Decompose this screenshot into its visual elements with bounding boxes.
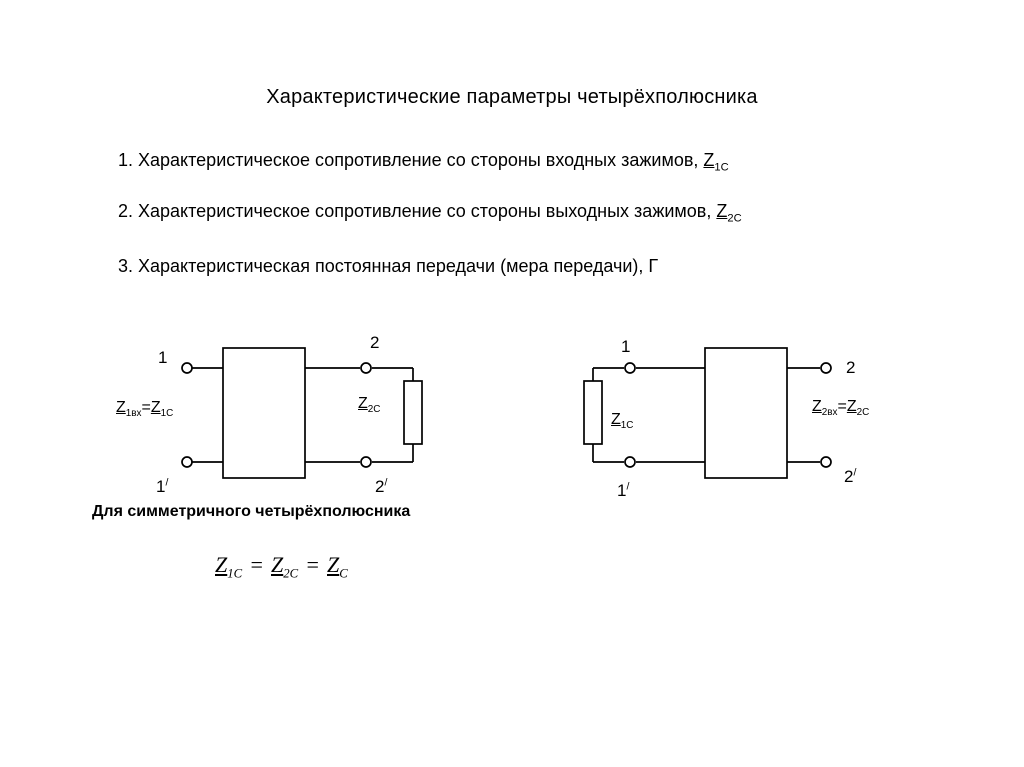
left-circuit-diagram [181,347,423,479]
terminal-number: 2 [846,358,856,377]
z-symbol: Z [271,552,284,577]
z-symbol: Z [327,552,340,577]
z-subscript: 1C [620,420,634,432]
terminal-circle [624,456,636,468]
right-output-impedance-label: Z2вх=Z2C [812,398,870,419]
right-terminal-2-label: 2 [846,358,855,378]
equals-sign: = [141,399,151,416]
symmetric-caption: Для симметричного четырёхполюсника [92,503,411,520]
fourpole-box [222,347,306,479]
z-subscript: 1C [227,566,243,581]
terminal-number: 2 [844,467,854,486]
list-item-3: 3. Характеристическая постоянная передач… [118,256,658,277]
list-item-2-text: 2. Характеристическое сопротивление со с… [118,201,717,221]
right-terminal-1-label: 1 [621,337,630,357]
z-subscript: 2C [367,404,381,416]
terminal-circle [820,362,832,374]
left-terminal-2-label: 2 [370,333,379,353]
z-subscript: 1C [714,161,729,174]
z-symbol: Z [812,398,822,415]
right-terminal-2prime-label: 2/ [844,467,856,487]
symmetric-formula: Z1C=Z2C=ZC [215,552,348,581]
terminal-number: 2 [375,477,385,496]
z-subscript: 1вх [125,408,142,420]
right-source-impedance-label: Z1C [611,411,634,432]
equals-sign: = [249,552,264,577]
z-symbol: Z [611,411,621,428]
load-resistor [403,380,423,445]
list-item-1: 1. Характеристическое сопротивление со с… [118,150,729,174]
terminal-prime: / [853,466,857,479]
z-symbol: Z [703,150,715,170]
z-symbol: Z [846,398,857,415]
z-subscript: C [339,566,348,581]
left-load-impedance-label: Z2C [358,395,381,416]
terminal-prime: / [165,476,169,489]
z-symbol: Z [215,552,228,577]
z-subscript: 2вх [821,407,838,419]
equals-sign: = [305,552,320,577]
terminal-number: 1 [158,348,168,367]
z-subscript: 2C [727,212,742,225]
source-resistor [583,380,603,445]
z-subscript: 2C [856,407,870,419]
terminal-circle [820,456,832,468]
z-symbol: Z [358,395,368,412]
terminal-number: 1 [617,481,627,500]
fourpole-box [704,347,788,479]
terminal-circle [624,362,636,374]
terminal-circle [360,456,372,468]
left-terminal-2prime-label: 2/ [375,477,387,497]
left-terminal-1prime-label: 1/ [156,477,168,497]
left-terminal-1-label: 1 [158,348,167,368]
right-circuit-diagram [583,347,832,479]
z-symbol: Z [150,399,161,416]
terminal-circle [181,456,193,468]
terminal-circle [360,362,372,374]
terminal-prime: / [626,480,630,493]
list-item-3-text: 3. Характеристическая постоянная передач… [118,256,659,276]
right-terminal-1prime-label: 1/ [617,481,629,501]
terminal-prime: / [384,476,388,489]
terminal-circle [181,362,193,374]
left-input-impedance-label: Z1вх=Z1C [116,399,174,420]
z-subscript: 1C [160,408,174,420]
list-item-1-text: 1. Характеристическое сопротивление со с… [118,150,704,170]
terminal-number: 1 [156,477,166,496]
z-symbol: Z [116,399,126,416]
terminal-number: 2 [370,333,380,352]
z-subscript: 2C [283,566,299,581]
list-item-2: 2. Характеристическое сопротивление со с… [118,201,742,225]
terminal-number: 1 [621,337,631,356]
z-symbol: Z [716,201,728,221]
equals-sign: = [837,398,847,415]
slide-title: Характеристические параметры четырёхполю… [266,86,758,108]
